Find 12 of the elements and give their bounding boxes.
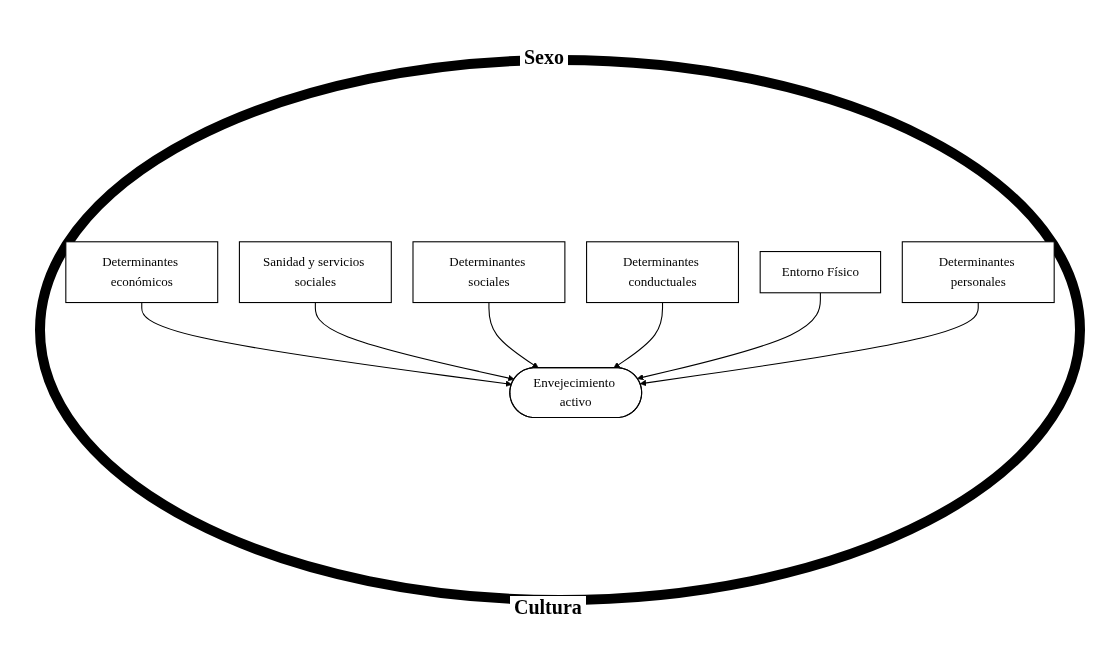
arrow (141, 302, 512, 388)
arrow (639, 302, 979, 387)
node-box: Entorno Físico (759, 251, 882, 294)
arrow (488, 302, 539, 369)
node-box: Determinantes conductuales (586, 241, 739, 304)
node-box: Determinantes sociales (412, 241, 566, 304)
node-box: Sanidad y servicios sociales (238, 241, 392, 304)
arrow (314, 302, 515, 382)
node-box: Determinantes personales (901, 241, 1055, 304)
node-box: Determinantes económicos (65, 241, 219, 304)
arrow (637, 292, 821, 381)
arrow (613, 302, 664, 369)
